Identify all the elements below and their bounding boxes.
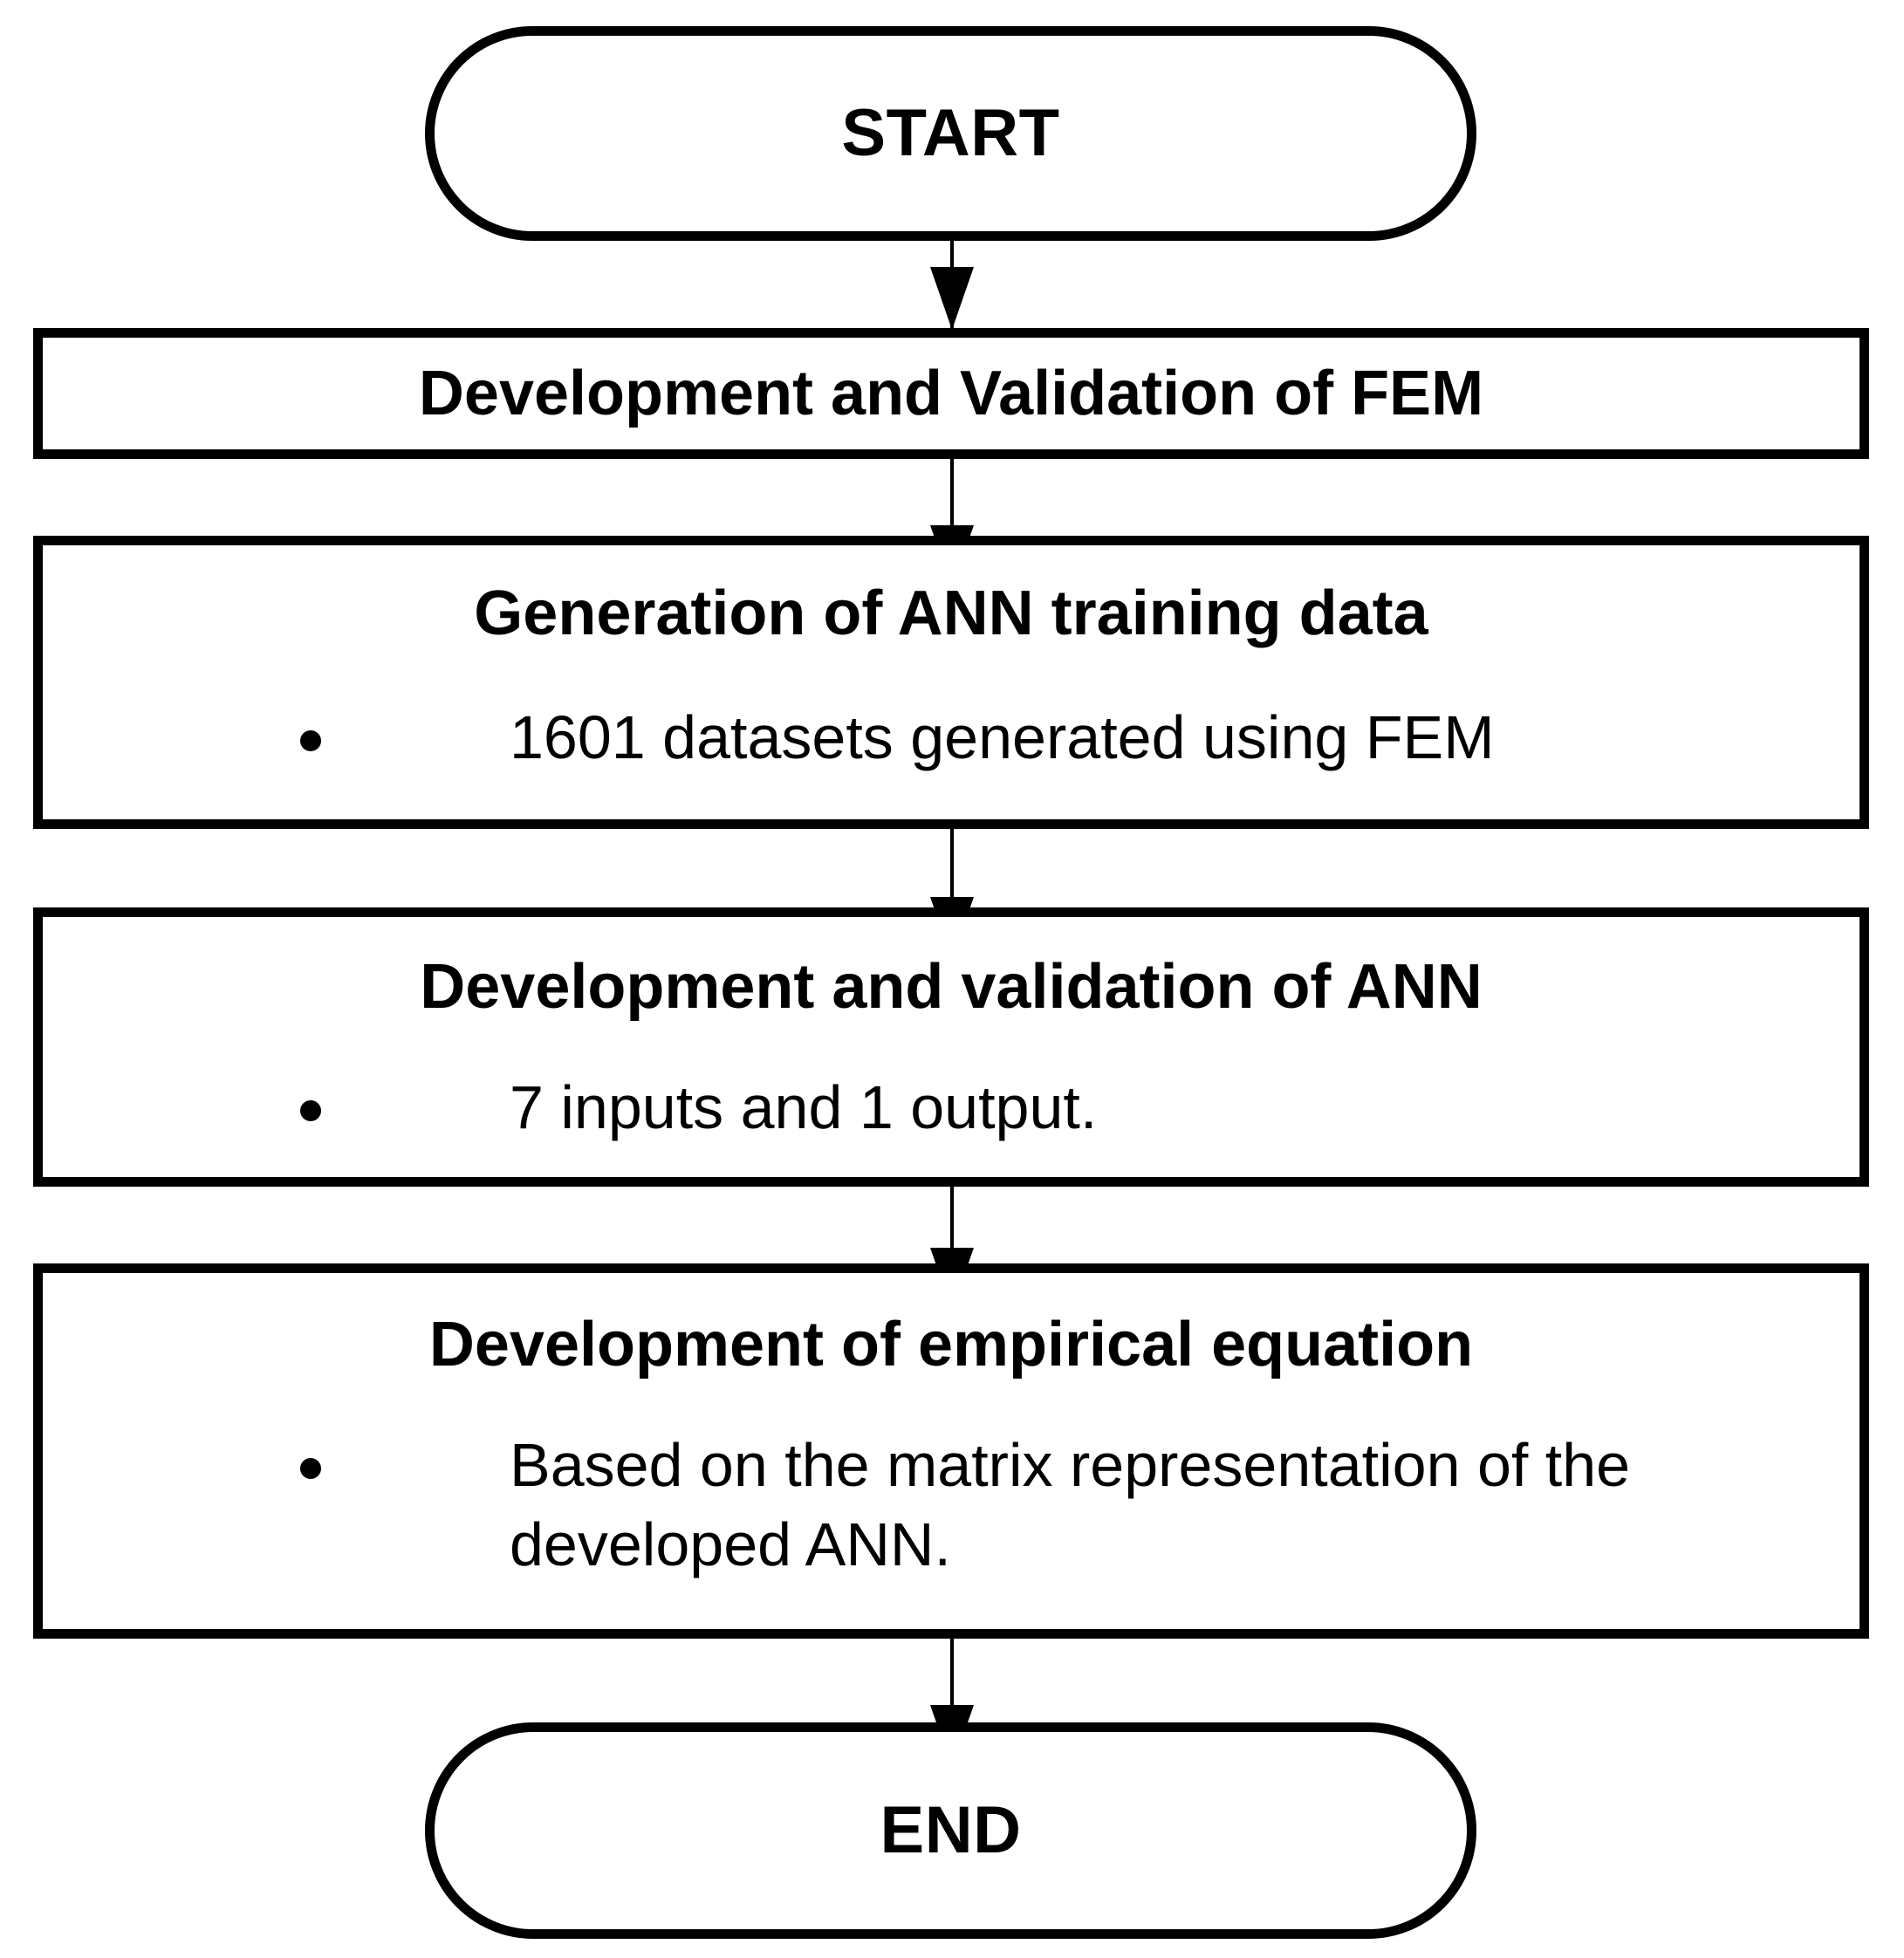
flow-node-generation[interactable]: Generation of ANN training data 1601 dat… (33, 536, 1869, 829)
flow-node-equation-bullets: Based on the matrix representation of th… (43, 1426, 1859, 1585)
flow-node-start[interactable]: START (425, 26, 1476, 241)
flow-node-start-label: START (841, 96, 1060, 170)
bullet-dot-icon (300, 1458, 321, 1480)
list-item-text: 7 inputs and 1 output. (510, 1072, 1098, 1141)
flow-node-fem-title: Development and Validation of FEM (418, 358, 1484, 428)
flow-node-equation[interactable]: Development of empirical equation Based … (33, 1263, 1869, 1639)
arrow-head-icon (930, 267, 974, 330)
list-item-text: 1601 datasets generated using FEM (510, 702, 1495, 771)
flow-node-fem[interactable]: Development and Validation of FEM (33, 328, 1869, 459)
bullet-dot-icon (300, 1100, 321, 1122)
flow-node-end[interactable]: END (425, 1722, 1476, 1939)
arrow-shaft (950, 829, 954, 960)
bullet-dot-icon (300, 730, 321, 752)
flow-node-equation-title: Development of empirical equation (428, 1310, 1474, 1380)
list-item: 1601 datasets generated using FEM (43, 698, 1859, 777)
list-item: Based on the matrix representation of th… (43, 1426, 1859, 1585)
flow-node-ann[interactable]: Development and validation of ANN 7 inpu… (33, 907, 1869, 1187)
arrow-shaft (950, 1639, 954, 1768)
flow-node-generation-title: Generation of ANN training data (474, 578, 1428, 648)
flow-node-end-label: END (880, 1793, 1022, 1867)
list-item-text: Based on the matrix representation of th… (510, 1430, 1631, 1578)
arrow-shaft (950, 459, 954, 588)
list-item: 7 inputs and 1 output. (43, 1068, 1859, 1147)
flow-node-generation-bullets: 1601 datasets generated using FEM (43, 698, 1859, 777)
flow-node-ann-title: Development and validation of ANN (420, 952, 1483, 1022)
flow-node-ann-bullets: 7 inputs and 1 output. (43, 1068, 1859, 1147)
